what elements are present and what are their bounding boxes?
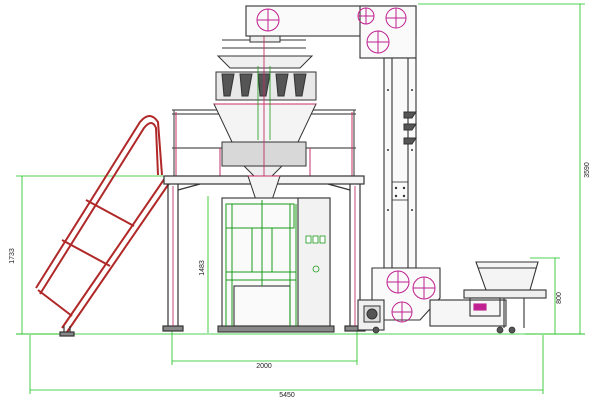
- platform-leg-accent: [172, 186, 356, 326]
- elevator-brackets: [403, 111, 417, 145]
- staircase-posts: [59, 326, 75, 337]
- wheel-bottom-left: [386, 270, 410, 294]
- wheel-upper-column: [366, 30, 390, 54]
- machine-height-label: 1733: [9, 248, 16, 264]
- weigher-green-guides: [257, 66, 271, 140]
- access-staircase: [35, 115, 171, 333]
- wheel-bottom-right: [412, 276, 436, 300]
- wheel-base: [391, 301, 413, 323]
- elevator-fasteners: [387, 89, 413, 211]
- wheel-top-left: [256, 8, 280, 32]
- elevator-wheels: [256, 7, 436, 323]
- wheel-top-mid: [357, 7, 375, 25]
- feeding-hopper: [463, 261, 547, 328]
- overall-width-label: 5450: [279, 392, 295, 399]
- multihead-weigher: [213, 29, 317, 177]
- elevator-height-label: 3590: [584, 162, 591, 178]
- control-button-1: [305, 235, 312, 244]
- wheel-top-right: [385, 7, 407, 29]
- discharge-chute: [247, 175, 281, 201]
- vertical-packing-machine: [217, 197, 335, 333]
- hopper-height-label: 800: [556, 292, 563, 304]
- hopper-casters: [372, 326, 516, 334]
- packer-height-label: 1483: [199, 260, 206, 276]
- control-button-3: [319, 235, 326, 244]
- dimension-lines: [16, 3, 585, 394]
- weigher-accent: [214, 30, 316, 176]
- guard-rail-accent: [175, 112, 353, 176]
- packer-frame-green: [225, 200, 297, 326]
- control-panel: [305, 235, 326, 273]
- control-button-2: [312, 235, 319, 244]
- elevator-motor: [363, 305, 381, 323]
- platform-width-label: 2000: [256, 363, 272, 370]
- control-indicator: [312, 265, 320, 273]
